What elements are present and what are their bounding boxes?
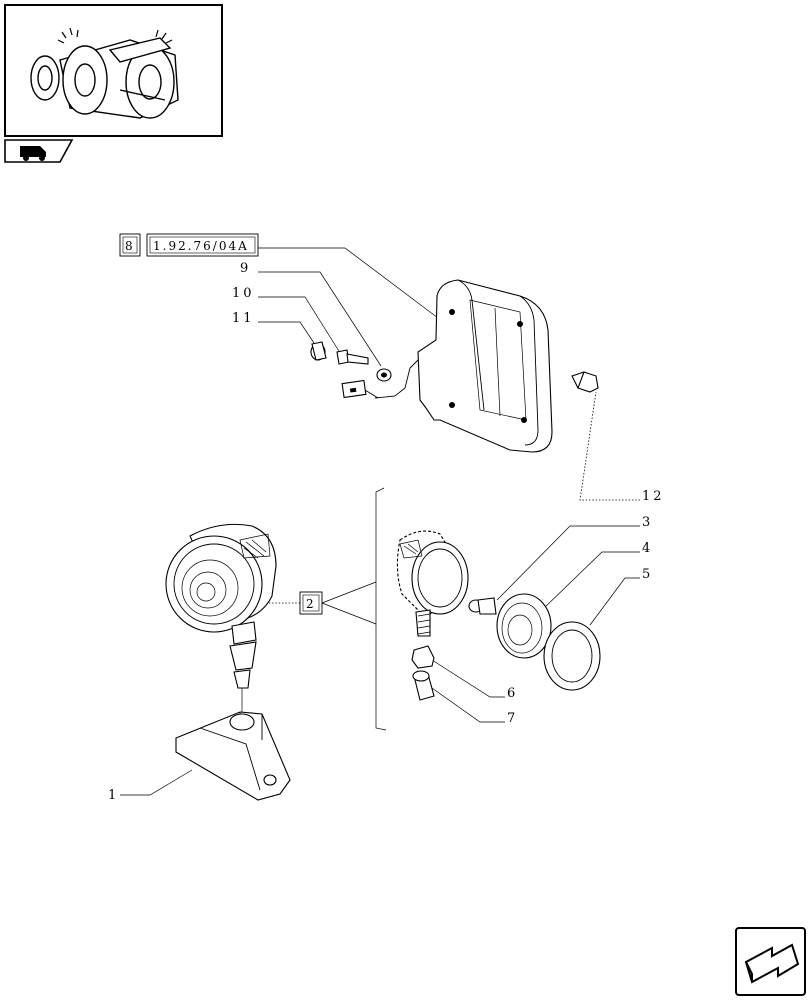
callout-7: 7 xyxy=(507,711,518,726)
callout-12: 12 xyxy=(642,489,665,504)
callout-5: 5 xyxy=(642,567,653,582)
mounting-bracket xyxy=(175,711,291,801)
callout-11: 11 xyxy=(232,311,255,326)
callout-3: 3 xyxy=(642,515,653,530)
callout-9: 9 xyxy=(240,261,251,276)
rear-lamp-assembly xyxy=(341,279,553,453)
callout-6: 6 xyxy=(507,686,518,701)
group-index: 2 xyxy=(306,597,316,611)
leader-lines xyxy=(120,247,640,796)
reference-index: 8 xyxy=(125,239,135,253)
reference-box[interactable]: 8 1.92.76/04A xyxy=(119,233,259,257)
callout-10: 10 xyxy=(232,286,255,301)
tractor-thumbnail-icon[interactable] xyxy=(4,4,223,137)
hardware-parts xyxy=(310,341,599,393)
callout-1: 1 xyxy=(108,788,119,803)
reference-code: 1.92.76/04A xyxy=(153,239,249,253)
exploded-work-lamp xyxy=(396,530,601,701)
callout-4: 4 xyxy=(642,541,653,556)
group-box[interactable]: 2 xyxy=(299,591,323,615)
work-lamp xyxy=(165,523,277,689)
next-page-arrow-icon[interactable] xyxy=(735,927,806,996)
tractor-section-icon[interactable] xyxy=(4,139,74,163)
